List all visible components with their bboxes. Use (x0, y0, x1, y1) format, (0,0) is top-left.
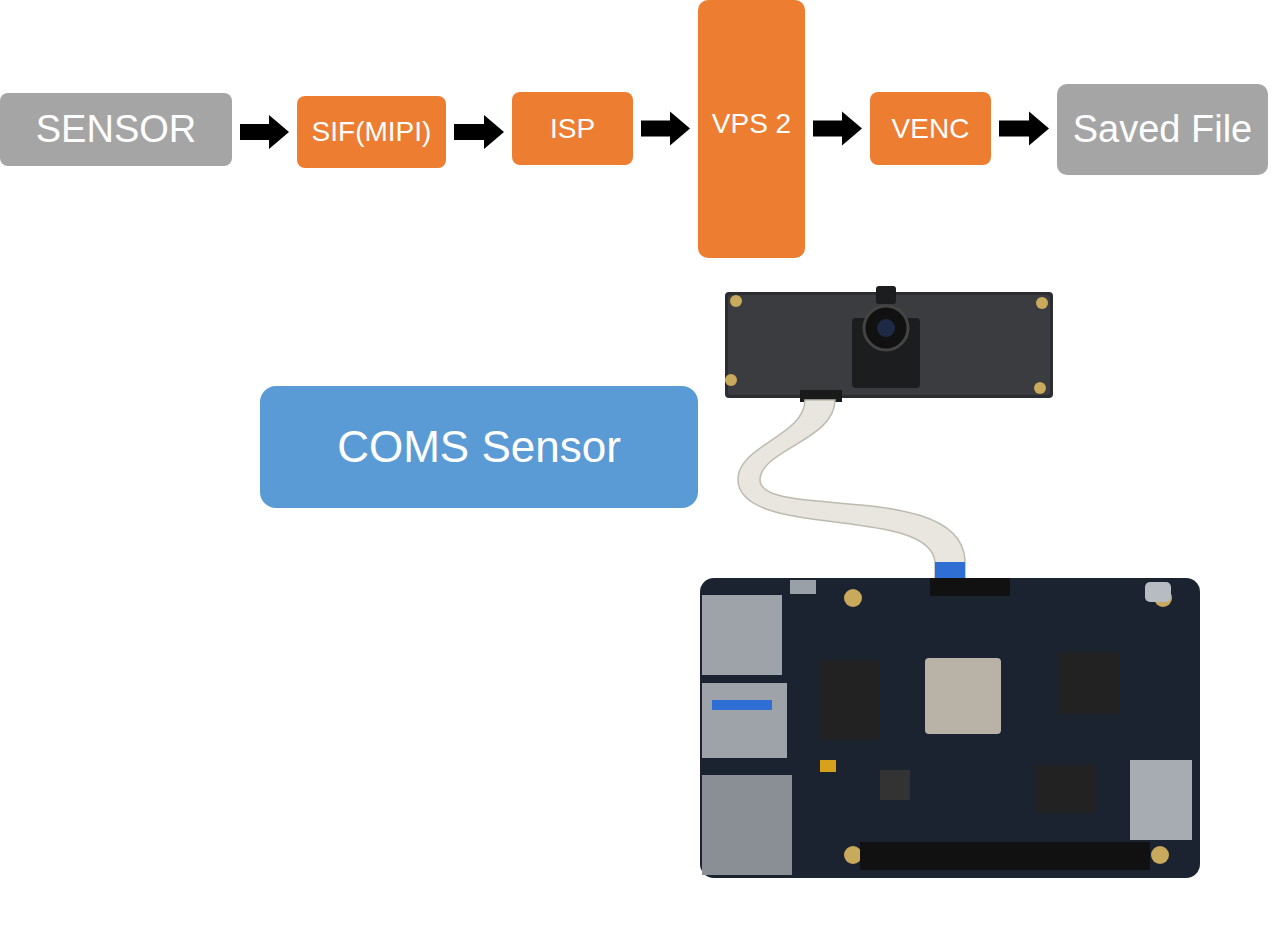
node-text: SENSOR (36, 108, 196, 151)
block-arrow (641, 112, 690, 146)
usb-c (1145, 582, 1171, 602)
process-box: VPS 2 (698, 0, 805, 258)
micro-usb (790, 580, 816, 594)
camera-board (725, 292, 1053, 398)
camera-socket (930, 578, 1010, 596)
hdmi-chip (1035, 765, 1095, 813)
camera-board-face (728, 295, 1050, 395)
block-arrow (813, 112, 862, 146)
dev-board (700, 578, 1200, 878)
ethernet-jack (702, 775, 792, 875)
mount-hole (1036, 297, 1048, 309)
node-text: VENC (892, 113, 970, 145)
block-arrow (999, 112, 1049, 146)
cable-tip (935, 562, 965, 580)
process-box: SIF(MIPI) (297, 96, 446, 168)
ribbon-cable (738, 400, 965, 580)
mount-hole (725, 374, 737, 386)
lens-glass (877, 319, 895, 337)
label-box: COMS Sensor (260, 386, 698, 508)
node-text: COMS Sensor (337, 422, 621, 472)
usb-port (702, 595, 782, 675)
capacitor (820, 760, 836, 772)
block-arrow (240, 115, 289, 149)
process-box: ISP (512, 92, 633, 165)
usb3-tongue (712, 700, 772, 710)
memory-chip (820, 660, 880, 740)
ic (880, 770, 910, 800)
wifi-module (1058, 652, 1120, 714)
lens-holder (852, 318, 920, 388)
block-arrow (454, 115, 504, 149)
node-text: SIF(MIPI) (312, 116, 432, 148)
usb-port (702, 683, 787, 758)
output-box: Saved File (1057, 84, 1268, 175)
sensor-box: SENSOR (0, 93, 232, 166)
node-text: Saved File (1073, 108, 1253, 151)
node-text: ISP (550, 113, 595, 145)
mount-hole (844, 846, 862, 864)
gpio-header (860, 842, 1150, 870)
lens (864, 306, 908, 350)
node-text: VPS 2 (712, 108, 791, 140)
mount-hole (844, 589, 862, 607)
lens-screw (876, 286, 896, 304)
mount-hole (730, 295, 742, 307)
process-box: VENC (870, 92, 991, 165)
mount-hole (1034, 382, 1046, 394)
mount-hole (1151, 846, 1169, 864)
hdmi-port (1130, 760, 1192, 840)
soc-chip (925, 658, 1001, 734)
